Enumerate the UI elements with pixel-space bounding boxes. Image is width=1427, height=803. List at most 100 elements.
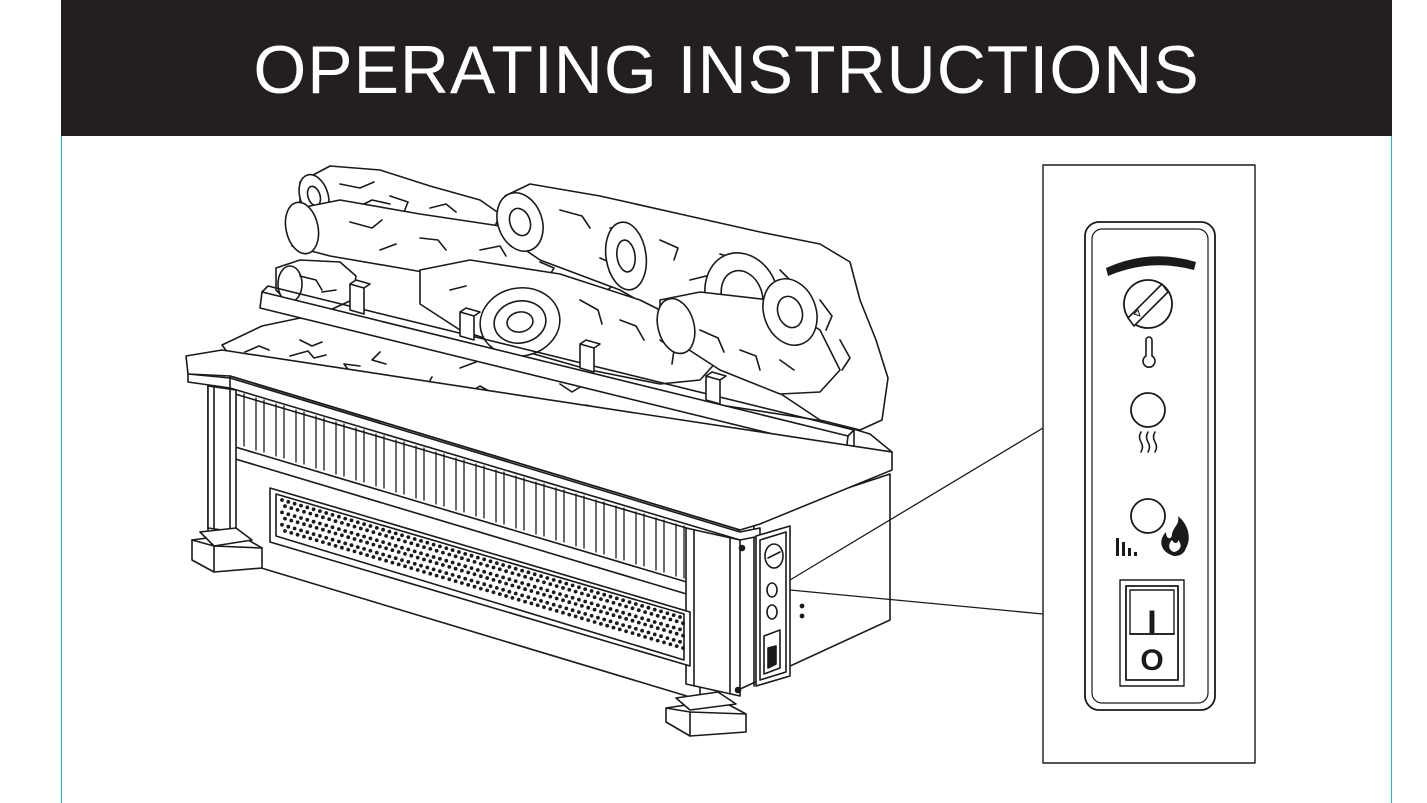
vent-hole xyxy=(299,516,303,520)
vent-hole xyxy=(475,555,480,560)
vent-hole xyxy=(605,623,610,628)
vent-hole xyxy=(655,613,660,618)
vent-hole xyxy=(558,592,562,596)
vent-hole xyxy=(374,538,379,543)
vent-hole xyxy=(428,571,433,576)
heat-button[interactable] xyxy=(1130,392,1166,428)
vent-hole xyxy=(453,554,458,559)
vent-hole xyxy=(614,608,619,613)
vent-hole xyxy=(608,594,613,599)
vent-hole xyxy=(501,587,505,592)
vent-hole xyxy=(324,523,329,528)
vent-hole xyxy=(352,524,357,529)
vent-hole xyxy=(570,608,575,613)
vent-hole xyxy=(308,524,313,528)
vent-hole xyxy=(441,563,445,567)
vent-hole xyxy=(545,600,550,605)
vent-hole xyxy=(387,554,392,559)
header-bar: OPERATING INSTRUCTIONS xyxy=(61,0,1392,136)
vent-hole xyxy=(504,594,508,598)
power-switch[interactable]: I O xyxy=(1119,579,1185,687)
vent-hole xyxy=(346,535,351,540)
vent-hole xyxy=(384,534,388,538)
vent-hole xyxy=(567,600,572,605)
vent-hole xyxy=(478,561,483,566)
vent-hole xyxy=(368,548,373,553)
vent-hole xyxy=(652,607,657,612)
vent-hole xyxy=(390,560,395,565)
vent-hole xyxy=(526,570,531,575)
vent-hole xyxy=(434,561,439,566)
vent-hole xyxy=(570,583,575,588)
vent-hole xyxy=(624,629,628,634)
vent-hole xyxy=(466,583,471,587)
thermostat-knob[interactable] xyxy=(1123,279,1173,329)
vent-hole xyxy=(561,586,565,590)
vent-hole xyxy=(365,528,369,533)
vent-hole xyxy=(532,572,537,577)
vent-hole xyxy=(362,534,366,539)
vent-hole xyxy=(646,605,651,610)
vent-hole xyxy=(510,583,515,588)
vent-hole xyxy=(308,511,313,516)
vent-hole xyxy=(450,548,455,552)
vent-hole xyxy=(561,598,565,603)
vent-hole xyxy=(469,566,474,570)
vent-hole xyxy=(425,565,430,570)
vent-hole xyxy=(548,594,553,599)
vent-hole xyxy=(337,527,341,531)
vent-hole xyxy=(283,529,287,533)
vent-hole xyxy=(520,581,524,585)
vent-hole xyxy=(564,606,569,611)
vent-hole xyxy=(681,633,685,638)
vent-hole xyxy=(460,568,464,573)
vent-hole xyxy=(554,596,559,601)
vent-hole xyxy=(377,544,382,549)
vent-hole xyxy=(330,537,335,542)
vent-hole xyxy=(494,561,499,565)
vent-hole xyxy=(472,584,477,589)
vent-hole xyxy=(655,638,660,643)
vent-hole xyxy=(573,589,578,594)
vent-hole xyxy=(412,537,417,541)
flame-button[interactable] xyxy=(1130,498,1166,534)
vent-hole xyxy=(295,508,300,512)
vent-hole xyxy=(305,530,310,535)
vent-hole xyxy=(513,579,518,583)
switch-on-label: I xyxy=(1147,604,1156,642)
vent-hole xyxy=(475,568,480,572)
vent-hole xyxy=(441,550,445,555)
vent-hole xyxy=(596,591,600,595)
vent-hole xyxy=(636,608,641,613)
vent-hole xyxy=(324,535,329,540)
vent-hole xyxy=(548,582,553,587)
vent-hole xyxy=(507,577,512,582)
vent-hole xyxy=(491,578,496,582)
vent-hole xyxy=(488,571,493,576)
vent-hole xyxy=(292,514,297,518)
vent-hole xyxy=(428,547,433,551)
vent-hole xyxy=(665,611,670,616)
vent-hole xyxy=(482,557,487,562)
vent-hole xyxy=(674,619,679,624)
vent-hole xyxy=(602,592,607,597)
vent-hole xyxy=(649,624,654,629)
brightness-bars-icon xyxy=(1116,538,1137,556)
vent-hole xyxy=(548,607,553,611)
vent-hole xyxy=(646,618,651,622)
vent-hole xyxy=(475,580,480,585)
vent-hole xyxy=(466,558,471,562)
vent-hole xyxy=(665,623,670,628)
vent-hole xyxy=(558,579,562,584)
vent-hole xyxy=(400,545,404,550)
vent-hole xyxy=(621,598,625,603)
vent-hole xyxy=(340,545,344,550)
vent-hole xyxy=(545,576,550,580)
vent-hole xyxy=(400,558,404,562)
vent-hole xyxy=(343,516,348,521)
vent-hole xyxy=(608,607,613,611)
vent-hole xyxy=(520,568,524,573)
vent-hole xyxy=(580,616,584,621)
vent-hole xyxy=(630,618,635,623)
